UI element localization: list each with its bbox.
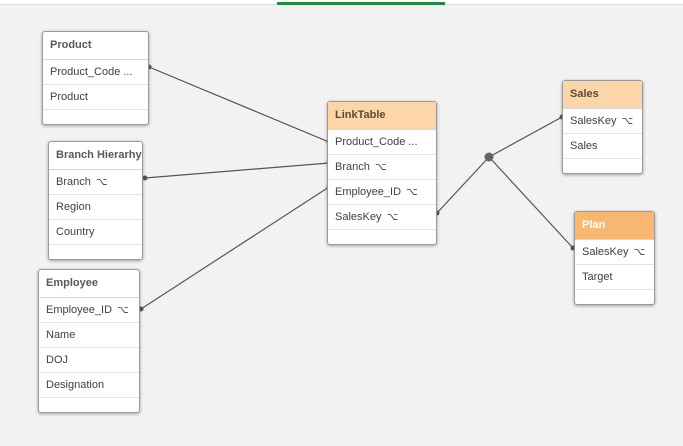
link-hub-plan — [488, 156, 574, 249]
table-title: Branch Hierarhy — [49, 142, 142, 170]
field-row[interactable]: Product — [43, 85, 148, 110]
field-row[interactable]: Country — [49, 220, 142, 245]
table-title: Product — [43, 32, 148, 60]
field-row[interactable]: Branch⌥ — [328, 155, 436, 180]
field-row[interactable]: Employee_ID⌥ — [328, 180, 436, 205]
field-row[interactable]: Designation — [39, 373, 139, 398]
field-row[interactable]: Product_Code ... — [43, 60, 148, 85]
table-product[interactable]: Product Product_Code ... Product — [42, 31, 149, 125]
field-row[interactable]: Sales — [563, 134, 642, 159]
field-row-empty — [43, 110, 148, 124]
table-title: LinkTable — [328, 102, 436, 130]
field-row[interactable]: Product_Code ... — [328, 130, 436, 155]
key-icon: ⌥ — [386, 212, 399, 223]
field-row-empty — [575, 290, 654, 304]
link-product-linktable — [148, 66, 330, 143]
link-hub-sales — [488, 116, 563, 158]
table-sales[interactable]: Sales SalesKey⌥ Sales — [562, 80, 643, 174]
key-icon: ⌥ — [95, 177, 108, 188]
table-title: Plan — [575, 212, 654, 240]
field-row[interactable]: Name — [39, 323, 139, 348]
link-employee-linktable — [140, 186, 330, 310]
field-row[interactable]: Employee_ID⌥ — [39, 298, 139, 323]
field-row[interactable]: SalesKey⌥ — [328, 205, 436, 230]
link-branch-linktable — [144, 162, 330, 179]
field-row[interactable]: SalesKey⌥ — [563, 109, 642, 134]
field-row[interactable]: Branch⌥ — [49, 170, 142, 195]
table-branch-hierarchy[interactable]: Branch Hierarhy Branch⌥ Region Country — [48, 141, 143, 260]
table-title: Sales — [563, 81, 642, 109]
field-row[interactable]: SalesKey⌥ — [575, 240, 654, 265]
field-row[interactable]: Target — [575, 265, 654, 290]
table-linktable[interactable]: LinkTable Product_Code ... Branch⌥ Emplo… — [327, 101, 437, 245]
field-row-empty — [563, 159, 642, 173]
synthetic-key-hub — [484, 152, 494, 162]
key-icon: ⌥ — [633, 247, 646, 258]
table-title: Employee — [39, 270, 139, 298]
key-icon: ⌥ — [406, 187, 418, 198]
key-icon: ⌥ — [117, 305, 129, 316]
active-tab-indicator — [277, 2, 445, 5]
key-icon: ⌥ — [621, 116, 634, 127]
key-icon: ⌥ — [374, 162, 387, 173]
table-plan[interactable]: Plan SalesKey⌥ Target — [574, 211, 655, 305]
table-employee[interactable]: Employee Employee_ID⌥ Name DOJ Designati… — [38, 269, 140, 413]
field-row[interactable]: DOJ — [39, 348, 139, 373]
field-row-empty — [39, 398, 139, 412]
field-row[interactable]: Region — [49, 195, 142, 220]
field-row-empty — [49, 245, 142, 259]
link-linktable-hub — [436, 156, 490, 214]
field-row-empty — [328, 230, 436, 244]
